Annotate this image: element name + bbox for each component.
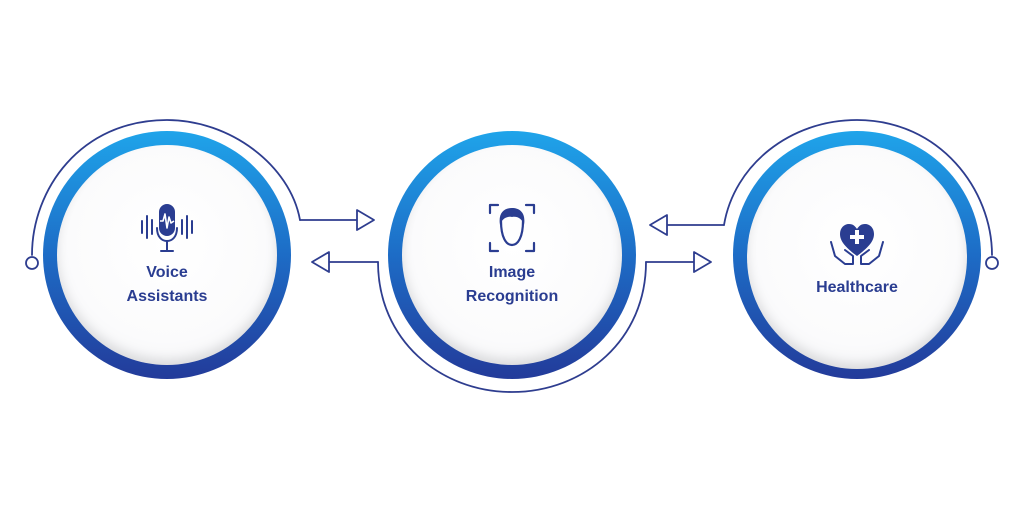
node-image-recognition-face: Image Recognition — [402, 145, 622, 365]
microphone-soundwave-icon — [141, 204, 193, 252]
middle-lower-arc — [377, 261, 647, 393]
node-voice-assistants-label: Voice Assistants — [126, 264, 208, 305]
left-outer-arc — [31, 119, 301, 256]
heart-in-hands-icon — [830, 224, 884, 265]
node-healthcare-face: Healthcare — [747, 145, 967, 369]
node-healthcare: Healthcare — [733, 131, 981, 379]
face-scan-icon — [488, 203, 536, 253]
node-image-recognition-label: Image Recognition — [465, 264, 559, 305]
right-end-dot — [985, 256, 999, 270]
arrow-left-1 — [311, 251, 330, 273]
right-outer-arc — [723, 119, 993, 256]
arrow-right-2 — [693, 251, 712, 273]
arrow-right-1 — [356, 209, 375, 231]
node-voice-assistants: Voice Assistants — [43, 131, 291, 379]
node-voice-assistants-face: Voice Assistants — [57, 145, 277, 365]
arrow-left-2 — [649, 214, 668, 236]
node-image-recognition: Image Recognition — [388, 131, 636, 379]
left-end-dot — [25, 256, 39, 270]
node-healthcare-label: Healthcare — [816, 279, 898, 296]
